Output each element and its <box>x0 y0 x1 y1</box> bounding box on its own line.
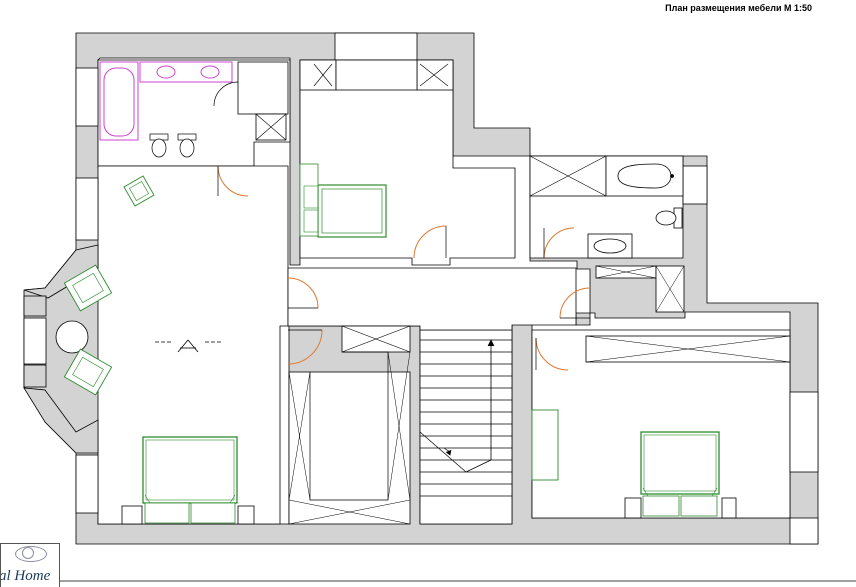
company-logo: al Home <box>0 543 60 587</box>
door-small-room <box>559 287 591 319</box>
pillow-left-2 <box>190 502 236 524</box>
shower-cabinet <box>237 61 289 115</box>
headboard-top <box>299 163 319 237</box>
door-hall-upper <box>287 277 319 309</box>
windows <box>23 32 819 545</box>
door-hall-lower <box>287 329 323 365</box>
window-bottom-left-2 <box>237 505 255 525</box>
pillow-right-1 <box>642 495 680 517</box>
armchair-bay-bottom <box>63 348 113 396</box>
toilet-left <box>151 138 167 158</box>
round-table <box>55 320 89 354</box>
bidet <box>179 138 195 158</box>
bay-walls <box>23 244 99 454</box>
wardrobe-central <box>288 371 411 525</box>
window-bottom-right-2 <box>721 497 737 519</box>
pillow-left-1 <box>144 502 190 524</box>
stair-floor <box>419 329 513 525</box>
sink-right <box>200 65 220 79</box>
vanity-counter <box>139 61 233 83</box>
door-bedroom-top <box>413 225 447 259</box>
window-bottom-right-1 <box>624 497 642 519</box>
wardrobe-left <box>299 59 337 91</box>
logo-ring-icon <box>15 546 47 562</box>
bath2-fixtures <box>529 155 684 259</box>
sink-bath2 <box>587 233 633 259</box>
hall-floor <box>97 165 289 525</box>
sink-left <box>156 65 176 79</box>
plan-title: План размещения мебели М 1:50 <box>665 3 812 13</box>
window-bedroom-left <box>75 454 99 514</box>
bathtub <box>99 61 139 141</box>
armchair-small <box>123 175 155 207</box>
dresser <box>531 409 559 481</box>
ceiling-light-icon <box>155 339 222 353</box>
closet-right <box>595 265 685 313</box>
window-bath2 <box>682 165 708 205</box>
window-right-bedroom <box>789 391 819 473</box>
window-bay <box>23 317 47 365</box>
room-floors <box>97 59 791 525</box>
doors <box>217 165 591 371</box>
staircase <box>419 339 512 497</box>
door-right-bedroom <box>535 337 569 371</box>
window-bathroom <box>75 67 99 127</box>
bed-right <box>640 431 720 495</box>
window-bottom-right <box>789 517 819 545</box>
pillow-right-2 <box>680 495 718 517</box>
bathroom-fixtures <box>99 61 289 158</box>
bed-top <box>317 184 387 238</box>
right-bedroom-furniture <box>531 335 791 517</box>
central-wardrobe <box>288 325 411 525</box>
bed-left <box>142 436 238 504</box>
hall-furniture <box>55 175 238 524</box>
door-bath2 <box>543 227 575 259</box>
door-bathroom <box>217 165 249 197</box>
logo-seal-icon <box>22 547 34 559</box>
logo-text: al Home <box>0 568 51 584</box>
landing-floor <box>287 267 577 331</box>
top-bedroom-furniture <box>299 59 454 238</box>
window-bottom-left-1 <box>121 505 143 525</box>
armchair-bay-top <box>63 264 113 312</box>
window-top-bedroom <box>334 32 418 61</box>
window-hall-left <box>75 177 99 241</box>
toilet-bath2 <box>655 210 677 226</box>
